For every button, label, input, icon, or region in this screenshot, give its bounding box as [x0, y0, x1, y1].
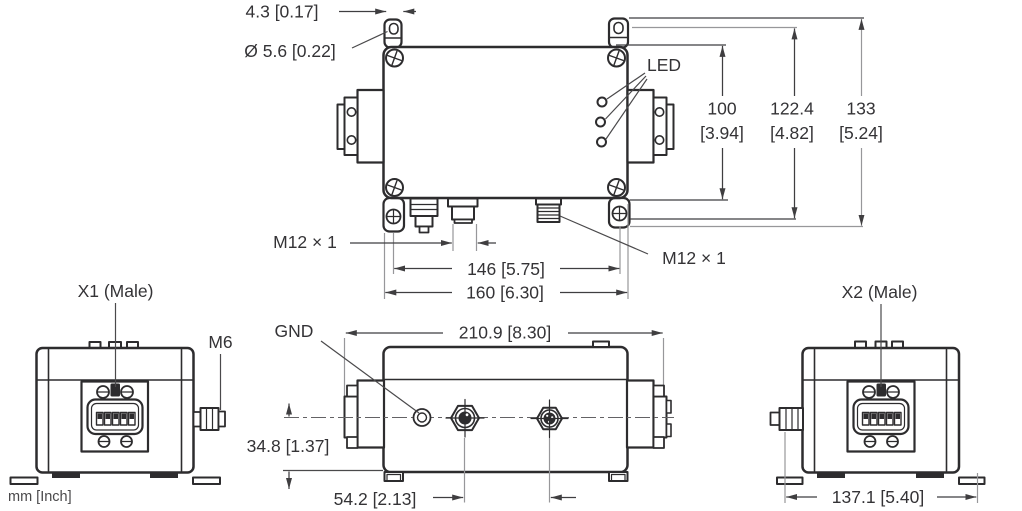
- tab-slot-hole: [388, 22, 399, 35]
- x2-side-view: X2 (Male) 137.1 [5.40]: [769, 282, 986, 507]
- bracket-arm-left: [9, 476, 39, 485]
- housing-top: [382, 45, 629, 200]
- x1-connector: [80, 380, 150, 453]
- thread-right-label: M12 × 1: [662, 248, 726, 268]
- front-view-dimensions: GND 34.8 [1.37] 54.2 [2.13]: [247, 321, 576, 509]
- led-icon: [596, 96, 608, 108]
- front-view: 210.9 [8.30]: [283, 323, 674, 482]
- connector-pins: [861, 411, 902, 426]
- x2-connector-label: X2 (Male): [842, 282, 918, 302]
- m6-gland: [192, 407, 226, 431]
- x1-connector-label: X1 (Male): [78, 281, 154, 301]
- mounting-foot-left: [383, 471, 404, 482]
- m12-port-threaded: [535, 197, 562, 223]
- x2-connector: [846, 380, 916, 453]
- led-indicators: [595, 72, 648, 148]
- dim-100-mm: 100: [707, 99, 736, 119]
- m6-label: M6: [208, 332, 232, 352]
- top-view-dimensions: 4.3 [0.17] Ø 5.6 [0.22] LED 100 [3.94] 1…: [244, 2, 883, 303]
- units-note: mm [Inch]: [8, 489, 72, 505]
- bracket-arm-right: [958, 476, 986, 485]
- tab-screw-bottom-right: [611, 205, 628, 222]
- side-connector-left: [336, 88, 385, 164]
- pressure-vent: [409, 197, 439, 234]
- tab-screw-bottom-left: [385, 208, 402, 225]
- m12-connector-1: [445, 398, 485, 438]
- dim-100-in: [3.94]: [700, 123, 744, 143]
- mounting-tab-top-right: [607, 17, 630, 49]
- bracket-arm-right: [192, 476, 221, 485]
- dim-depth-label: 137.1 [5.40]: [832, 487, 924, 507]
- led-icon: [596, 136, 607, 148]
- mounting-tab-top-left: [383, 18, 403, 49]
- cable-gland-left: [769, 407, 804, 431]
- led-label: LED: [647, 55, 681, 75]
- screw-icon: [385, 48, 404, 68]
- dim-width-label: 160 [6.30]: [466, 283, 544, 303]
- m12-port-middle: [447, 197, 479, 224]
- gnd-screw: [412, 408, 432, 427]
- tab-slot-hole: [613, 21, 624, 35]
- dim-133-in: [5.24]: [839, 123, 883, 143]
- dim-122-in: [4.82]: [770, 123, 814, 143]
- side-fitting-right: [625, 379, 672, 449]
- top-view: [336, 17, 675, 234]
- led-icon: [595, 116, 606, 128]
- dim-connector-spacing-label: 54.2 [2.13]: [334, 489, 417, 509]
- mounting-foot-right: [608, 471, 629, 482]
- gnd-label: GND: [275, 321, 314, 341]
- side-fitting-left: [343, 379, 386, 449]
- dim-hole-diameter-label: Ø 5.6 [0.22]: [244, 41, 335, 61]
- connector-pins: [95, 411, 136, 426]
- m12-connector-2: [530, 399, 569, 439]
- dim-122-mm: 122.4: [770, 99, 814, 119]
- lid-tab: [592, 340, 610, 348]
- x1-side-view: X1 (Male) M6: [9, 281, 233, 485]
- side-connector-right: [626, 88, 675, 164]
- bracket-arm-left: [776, 476, 804, 485]
- thread-left-label: M12 × 1: [273, 232, 337, 252]
- screw-icon: [607, 178, 626, 197]
- cover-screws: [385, 48, 626, 197]
- screw-icon: [385, 178, 404, 197]
- dim-overall-width-label: 210.9 [8.30]: [459, 323, 551, 343]
- screw-icon: [607, 48, 626, 68]
- dim-hole-spacing-label: 146 [5.75]: [467, 259, 545, 279]
- dim-slot-width-label: 4.3 [0.17]: [246, 2, 319, 22]
- dim-133-mm: 133: [846, 99, 875, 119]
- dim-center-height-label: 34.8 [1.37]: [247, 436, 330, 456]
